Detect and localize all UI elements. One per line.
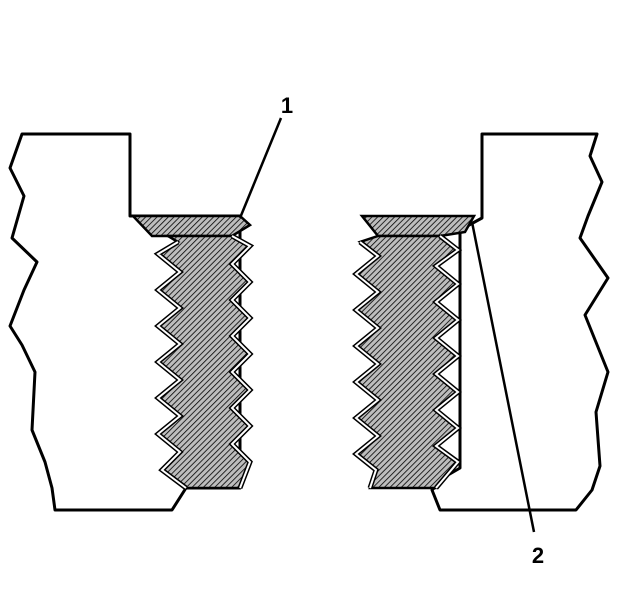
right-thread-highlight-left [354, 241, 380, 489]
callout-1-leader [238, 117, 283, 219]
right-thread-highlight-right [434, 235, 460, 489]
callout-2-label: 2 [532, 543, 544, 568]
callout-1-label: 1 [281, 93, 293, 118]
left-insert-flange [130, 214, 253, 238]
left-thread-highlight-right [230, 235, 252, 489]
left-thread-highlight-left [156, 241, 187, 489]
callout-2-leader [470, 221, 536, 533]
right-insert-flange [359, 214, 477, 238]
right-casting [430, 132, 610, 512]
